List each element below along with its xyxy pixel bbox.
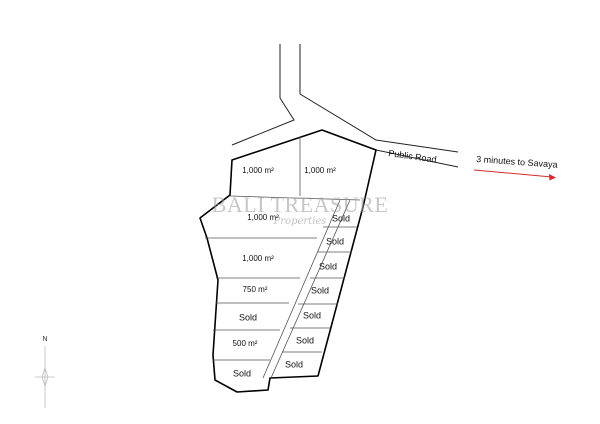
- public-road-label: Public Road: [388, 148, 437, 165]
- left-lot-dividers: [205, 137, 361, 361]
- compass-icon: N: [35, 336, 55, 408]
- road-left-edge: [231, 44, 295, 146]
- lot-label-2: 1,000 m²: [304, 166, 336, 175]
- direction-label: 3 minutes to Savaya: [476, 154, 558, 170]
- sold-label-5: Sold: [303, 310, 321, 320]
- direction-arrow-icon: [473, 169, 556, 181]
- watermark-title: BALI TREASURE: [212, 192, 389, 217]
- lot-label-1: 1,000 m²: [242, 166, 274, 175]
- sold-label-6: Sold: [296, 335, 314, 345]
- sold-label-7: Sold: [285, 359, 303, 369]
- lot-label-3: 1,000 m²: [247, 213, 279, 222]
- compass-north-label: N: [42, 336, 47, 343]
- lot-label-5: 750 m²: [243, 285, 268, 294]
- lot-label-4: 1,000 m²: [242, 254, 274, 263]
- right-lot-dividers: [282, 226, 357, 353]
- watermark-subtitle: Properties: [273, 216, 327, 227]
- road-right-edge: [299, 44, 459, 153]
- sold-label-2: Sold: [326, 236, 344, 246]
- lot-label-7: 500 m²: [233, 339, 258, 348]
- lot-label-6: Sold: [239, 312, 257, 322]
- sold-label-3: Sold: [319, 261, 337, 271]
- sold-label-4: Sold: [311, 285, 329, 295]
- lot-label-8: Sold: [233, 368, 251, 378]
- site-boundary: [199, 129, 377, 393]
- sold-label-1: Sold: [332, 213, 350, 223]
- access-driveway: [262, 199, 351, 379]
